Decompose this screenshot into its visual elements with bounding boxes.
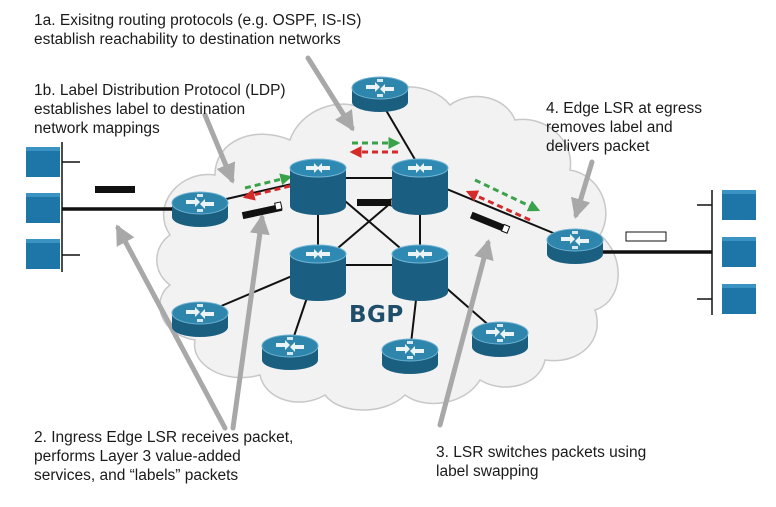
annotation-line: delivers packet bbox=[546, 138, 650, 155]
switching-router-icon bbox=[391, 244, 449, 302]
annotation-line: 4. Edge LSR at egress bbox=[546, 100, 702, 117]
annotation-line: services, and “labels” packets bbox=[34, 467, 239, 484]
annotation-line: 3. LSR switches packets using bbox=[436, 444, 647, 461]
labeled-packet-icon bbox=[241, 203, 283, 220]
server-icon bbox=[722, 237, 756, 267]
ldp-label-exchange bbox=[242, 137, 541, 222]
annotation-1a: 1a. Exisitng routing protocols (e.g. OSP… bbox=[34, 11, 361, 49]
annotation-3: 3. LSR switches packets using label swap… bbox=[436, 443, 646, 481]
server-icon bbox=[722, 284, 756, 314]
router-icon bbox=[471, 321, 529, 358]
router-icon bbox=[381, 338, 439, 375]
ingress-router-icon bbox=[171, 191, 229, 228]
annotation-line: 2. Ingress Edge LSR receives packet, bbox=[34, 429, 294, 446]
egress-router-icon bbox=[546, 228, 604, 265]
annotation-1b: 1b. Label Distribution Protocol (LDP) es… bbox=[34, 81, 286, 138]
router-icon bbox=[171, 301, 229, 338]
annotation-2: 2. Ingress Edge LSR receives packet, per… bbox=[34, 428, 293, 485]
annotation-line: label swapping bbox=[436, 463, 539, 480]
annotation-line: establish reachability to destination ne… bbox=[34, 31, 341, 48]
cloud-label: BGP bbox=[349, 302, 404, 328]
server-icon bbox=[722, 190, 756, 220]
annotation-line: removes label and bbox=[546, 119, 673, 136]
switching-router-icon bbox=[289, 244, 347, 302]
server-icon bbox=[26, 239, 60, 269]
annotation-line: 1b. Label Distribution Protocol (LDP) bbox=[34, 82, 286, 99]
server-icon bbox=[26, 193, 60, 223]
labeled-packet-icon bbox=[469, 211, 510, 234]
unlabeled-packet-icon bbox=[625, 231, 667, 242]
router-icon bbox=[261, 334, 319, 371]
annotation-line: performs Layer 3 value-added bbox=[34, 448, 241, 465]
annotation-4: 4. Edge LSR at egress removes label and … bbox=[546, 99, 702, 156]
router-icon bbox=[351, 76, 409, 113]
annotation-line: establishes label to destination bbox=[34, 101, 246, 118]
labeled-packet-icon bbox=[357, 199, 397, 206]
server-icon bbox=[26, 147, 60, 177]
callout-arrows bbox=[115, 55, 595, 431]
switching-router-icon bbox=[391, 158, 449, 216]
switching-router-icon bbox=[289, 158, 347, 216]
unlabeled-packet-icon bbox=[95, 186, 135, 193]
left-hosts bbox=[26, 142, 80, 272]
annotation-line: 1a. Exisitng routing protocols (e.g. OSP… bbox=[34, 12, 362, 29]
annotation-line: network mappings bbox=[34, 120, 160, 137]
